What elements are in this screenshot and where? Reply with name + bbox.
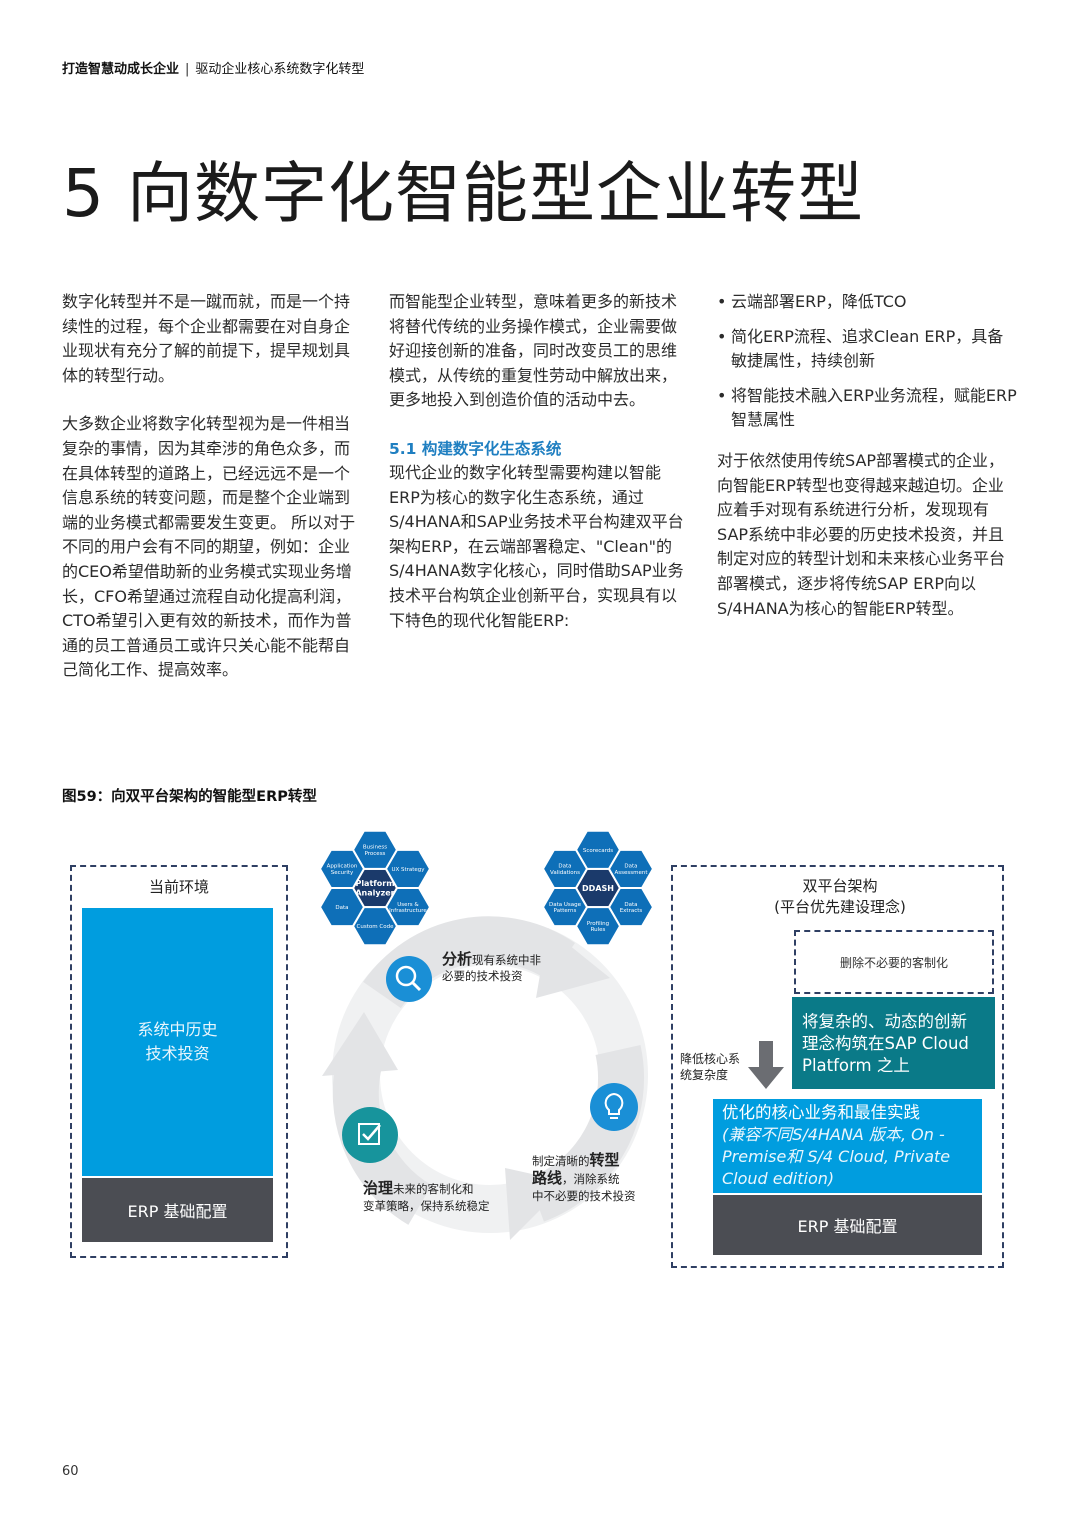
analyze-keyword: 分析	[442, 950, 473, 968]
hexagon-item-label: Custom Code	[357, 924, 395, 930]
paragraph: 数字化转型并不是一蹴而就，而是一个持续性的过程，每个企业都需要在对自身企业现状有…	[62, 292, 351, 385]
erp-base-block-left: ERP 基础配置	[82, 1178, 273, 1242]
paragraph: 对于依然使用传统SAP部署模式的企业，向智能ERP转型也变得越来越迫切。企业应着…	[717, 450, 1006, 618]
hexagon-item	[318, 848, 366, 889]
legacy-investment-label: 系统中历史 技术投资	[137, 1020, 218, 1063]
hexagon-item-label: Users &Infrastructure	[389, 902, 427, 914]
header-separator: |	[185, 62, 190, 77]
search-icon	[386, 956, 432, 1002]
erp-base-label: ERP 基础配置	[127, 1202, 228, 1221]
page-title: 5 向数字化智能型企业转型	[62, 155, 864, 232]
dual-platform-box	[671, 865, 1004, 1268]
list-item: 将智能技术融入ERP业务流程，赋能ERP智慧属性	[717, 384, 1017, 433]
analyze-description: 现有系统中非 必要的技术投资	[442, 953, 542, 983]
lightbulb-icon	[590, 1083, 638, 1131]
list-item: 简化ERP流程、追求Clean ERP，具备敏捷属性，持续创新	[717, 325, 1017, 374]
hexagon-item-label: Data	[335, 905, 348, 911]
erp-base-label: ERP 基础配置	[797, 1217, 898, 1236]
section-heading: 5.1 构建数字化生态系统	[389, 439, 562, 458]
checklist-icon	[342, 1107, 398, 1163]
paragraph: 而智能型企业转型，意味着更多的新技术将替代传统的业务操作模式，企业需要做好迎接创…	[389, 292, 678, 410]
cycle-govern-label: 治理未来的客制化和 变革策略，保持系统稳定	[363, 1180, 490, 1215]
optimized-core-versions: (兼容不同S/4HANA 版本, On - Premise和 S/4 Cloud…	[722, 1125, 951, 1188]
remove-customization-box: 删除不必要的客制化	[794, 930, 994, 994]
header-subsection: 驱动企业核心系统数字化转型	[195, 62, 365, 77]
current-environment-box	[70, 865, 288, 1258]
paragraph: 大多数企业将数字化转型视为是一件相当复杂的事情，因为其牵涉的角色众多，而在具体转…	[62, 414, 356, 680]
text-column-1: 数字化转型并不是一蹴而就，而是一个持续性的过程，每个企业都需要在对自身企业现状有…	[62, 290, 358, 707]
text-column-3: 云端部署ERP，降低TCO 简化ERP流程、追求Clean ERP，具备敏捷属性…	[717, 290, 1017, 645]
cloud-platform-label: 将复杂的、动态的创新 理念构筑在SAP Cloud Platform 之上	[802, 1012, 969, 1075]
route-keyword-2: 路线	[532, 1169, 563, 1187]
cycle-analyze-label: 分析现有系统中非 必要的技术投资	[442, 951, 541, 984]
hexagon-item-label: UX Strategy	[391, 867, 425, 873]
route-prefix: 制定清晰的	[532, 1154, 590, 1168]
cycle-route-label: 制定清晰的转型 路线，消除系统 中不必要的技术投资	[532, 1152, 662, 1205]
figure-title: 图59：向双平台架构的智能型ERP转型	[62, 789, 317, 805]
down-arrow-icon	[748, 1041, 784, 1089]
optimized-core-title: 优化的核心业务和最佳实践	[722, 1103, 920, 1122]
optimized-core-block: 优化的核心业务和最佳实践 (兼容不同S/4HANA 版本, On - Premi…	[713, 1099, 982, 1193]
route-description: ，消除系统 中不必要的技术投资	[532, 1172, 636, 1203]
current-environment-label: 当前环境	[148, 878, 209, 896]
hexagon-center-label: DDASH	[582, 884, 614, 893]
erp-base-block-right: ERP 基础配置	[713, 1195, 982, 1255]
hexagon-item-label: Scorecards	[583, 848, 613, 854]
feature-list: 云端部署ERP，降低TCO 简化ERP流程、追求Clean ERP，具备敏捷属性…	[717, 290, 1017, 433]
dual-platform-label: 双平台架构 (平台优先建设理念)	[774, 877, 906, 916]
govern-description: 未来的客制化和 变革策略，保持系统稳定	[363, 1182, 490, 1213]
page-number: 60	[62, 1464, 79, 1479]
legacy-investment-block: 系统中历史 技术投资	[82, 908, 273, 1176]
remove-customization-label: 删除不必要的客制化	[839, 955, 948, 970]
text-column-2: 而智能型企业转型，意味着更多的新技术将替代传统的业务操作模式，企业需要做好迎接创…	[389, 290, 685, 657]
reduce-complexity-label: 降低核心系 统复杂度	[680, 1052, 741, 1082]
paragraph: 现代企业的数字化转型需要构建以智能ERP为核心的数字化生态系统，通过S/4HAN…	[389, 462, 684, 630]
cloud-platform-block: 将复杂的、动态的创新 理念构筑在SAP Cloud Platform 之上	[792, 997, 995, 1089]
route-keyword-1: 转型	[589, 1151, 620, 1169]
header-section: 打造智慧动成长企业	[62, 62, 180, 77]
hexagon-item	[541, 848, 589, 889]
list-item: 云端部署ERP，降低TCO	[717, 290, 1017, 315]
govern-keyword: 治理	[363, 1179, 394, 1197]
running-header: 打造智慧动成长企业 | 驱动企业核心系统数字化转型	[62, 58, 364, 77]
